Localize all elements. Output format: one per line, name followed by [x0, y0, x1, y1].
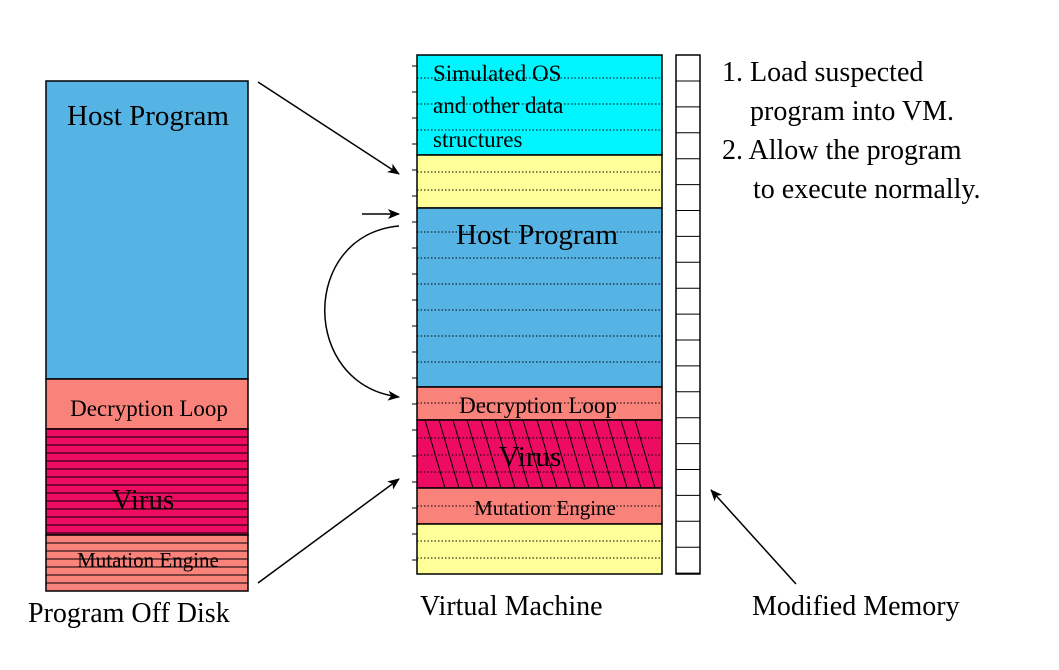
virus-hatch-line — [592, 420, 614, 488]
virus-hatch-line — [466, 420, 488, 488]
virus-hatch-line — [606, 420, 628, 488]
step-2-line-2: to execute normally. — [753, 174, 981, 205]
vm-free-memory-bottom — [416, 523, 663, 575]
program-off-disk-block: Host Program Decryption Loop Virus Mutat… — [45, 80, 249, 592]
left-virus-label: Virus — [112, 484, 175, 516]
arrow-jump-to-decryption — [324, 225, 400, 401]
left-host-program-label: Host Program — [67, 100, 229, 132]
left-decryption-loop-region — [45, 378, 249, 430]
vm-decryption-loop-label: Decryption Loop — [459, 393, 617, 418]
modified-memory-column — [675, 54, 701, 575]
virus-hatch-line — [620, 420, 642, 488]
virus-hatch-line — [480, 420, 502, 488]
left-mutation-engine-region — [45, 534, 249, 592]
virus-hatch-line — [550, 420, 572, 488]
left-decryption-loop-label: Decryption Loop — [70, 396, 228, 421]
virus-hatch-line — [564, 420, 586, 488]
virtual-machine-block: Simulated OS and other data structures H… — [412, 54, 663, 575]
virus-hatch-line — [452, 420, 474, 488]
virus-hatch-line — [634, 420, 656, 488]
vm-simulated-os-region — [416, 54, 663, 156]
caption-program-off-disk: Program Off Disk — [28, 598, 230, 629]
arrow-modified-memory — [710, 489, 797, 585]
vm-virus-hatch — [424, 420, 656, 488]
step-2-number: 2. — [722, 135, 743, 166]
virus-hatch-line — [424, 420, 446, 488]
left-host-program-region — [45, 80, 249, 380]
caption-modified-memory: Modified Memory — [752, 591, 960, 622]
left-virus-stripes — [46, 436, 248, 534]
vm-dotted-lines — [417, 77, 662, 559]
arrow-disk-to-vm — [257, 478, 400, 584]
vm-simulated-os-line-1: Simulated OS — [433, 61, 561, 86]
step-1-line-2: program into VM. — [750, 96, 955, 127]
vm-simulated-os-line-2: and other data — [433, 93, 563, 118]
vm-host-program-label: Host Program — [456, 219, 618, 251]
step-1-line-1: Load suspected — [750, 57, 924, 88]
vm-mutation-engine-label: Mutation Engine — [474, 496, 616, 520]
caption-virtual-machine: Virtual Machine — [420, 591, 603, 622]
vm-host-program-region — [416, 207, 663, 388]
step-1: 1. Load suspected program into VM. — [722, 53, 981, 131]
virus-hatch-line — [508, 420, 530, 488]
vm-simulated-os-line-3: structures — [433, 127, 522, 152]
steps-list: 1. Load suspected program into VM. 2. Al… — [722, 53, 981, 209]
vm-free-memory-top — [416, 154, 663, 209]
virus-hatch-line — [522, 420, 544, 488]
step-2-line-1: Allow the program — [748, 135, 962, 166]
step-1-number: 1. — [722, 57, 743, 88]
left-mutation-engine-label: Mutation Engine — [77, 548, 219, 572]
vm-virus-label: Virus — [499, 441, 562, 473]
virus-hatch-line — [536, 420, 558, 488]
step-2: 2. Allow the program to execute normally… — [722, 131, 981, 209]
virus-hatch-line — [494, 420, 516, 488]
arrow-host-to-vm — [257, 81, 400, 175]
virus-hatch-line — [578, 420, 600, 488]
virus-hatch-line — [438, 420, 460, 488]
left-mutation-stripes — [46, 542, 248, 584]
vm-left-ticks — [412, 65, 417, 561]
